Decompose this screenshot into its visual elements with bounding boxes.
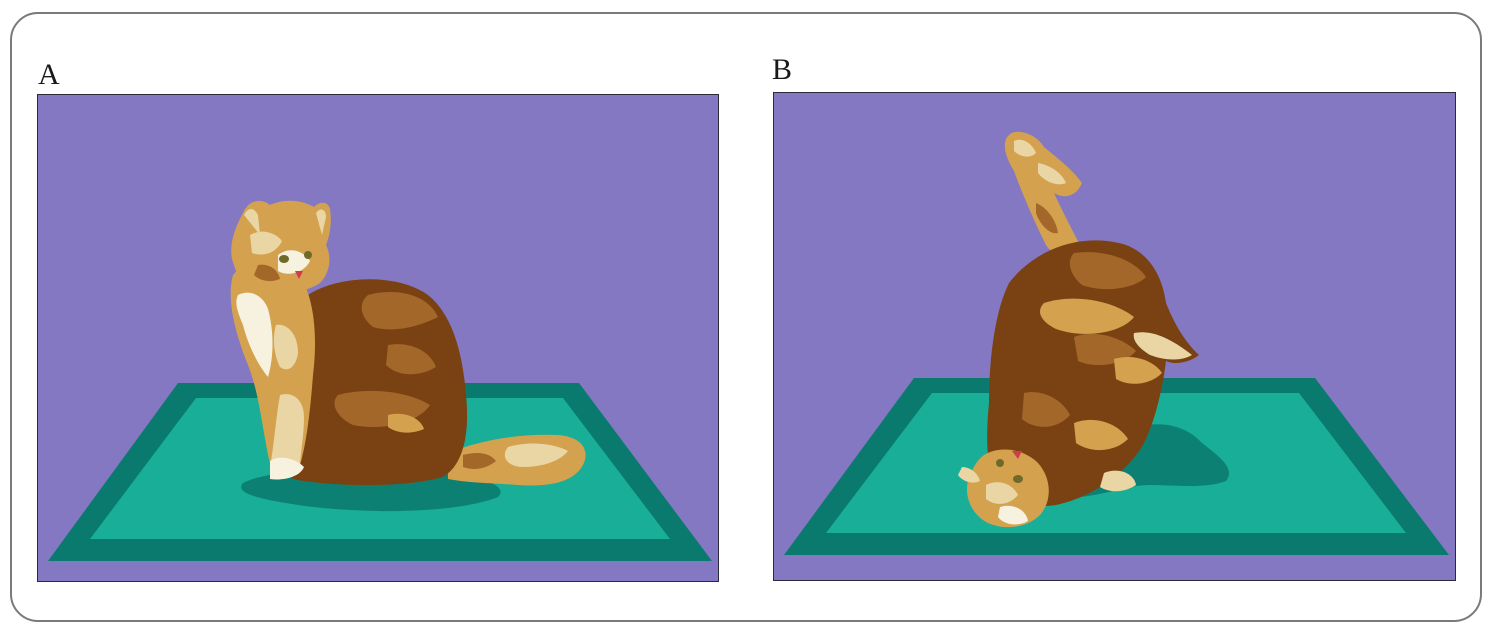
scene-b-illustration [774, 93, 1455, 580]
cat-nose-a [295, 271, 303, 279]
panel-a [37, 94, 719, 582]
cat-eye-a-right [304, 251, 312, 259]
cat-eye-b-right [1013, 475, 1023, 483]
panel-label-a: A [38, 58, 60, 91]
cat-nose-b [1012, 451, 1022, 459]
cat-b [958, 131, 1199, 528]
cat-eye-b-left [996, 459, 1004, 467]
panel-b [773, 92, 1456, 581]
panel-label-b: B [772, 53, 793, 86]
cat-a [230, 200, 586, 486]
cat-eye-a-left [279, 255, 289, 263]
scene-a-illustration [38, 95, 718, 581]
